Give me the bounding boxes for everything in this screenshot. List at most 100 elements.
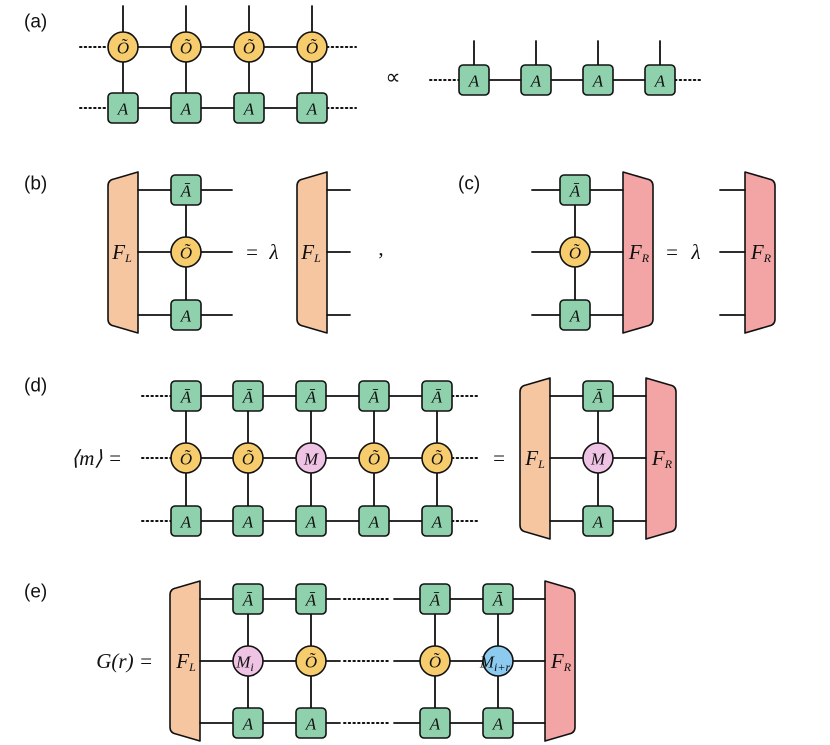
f-right-environment (622, 171, 654, 334)
a-tensor (170, 92, 202, 124)
a-label: A (492, 715, 504, 734)
a-label: A (530, 72, 542, 91)
o-tilde-tensor (295, 645, 327, 677)
a-bar-tensor (232, 583, 264, 615)
a-bar-label: Ā (431, 388, 443, 407)
a-bar-tensor (295, 380, 327, 412)
panel-label-b: (b) (24, 174, 47, 195)
a-label: A (592, 72, 604, 91)
a-tensor (421, 505, 453, 537)
o-tilde-tensor (421, 442, 453, 474)
proportional-symbol: ∝ (385, 65, 400, 89)
o-tilde-tensor (170, 442, 202, 474)
a-label: A (180, 100, 192, 119)
a-bar-tensor (421, 380, 453, 412)
o-tilde-label: Õ (368, 450, 380, 469)
o-tilde-tensor (296, 31, 328, 63)
o-tilde-label: Õ (180, 39, 192, 58)
m-tensor (582, 442, 614, 474)
a-tensor (419, 707, 451, 739)
a-bar-tensor (419, 583, 451, 615)
a-tensor (644, 64, 676, 96)
m-i-tensor (232, 645, 264, 677)
panel-label-c: (c) (458, 174, 480, 195)
o-tilde-label: Õ (180, 450, 192, 469)
o-tilde-label: Õ (431, 450, 443, 469)
equals-sign: = (493, 446, 505, 470)
a-bar-label: Ā (242, 591, 254, 610)
a-label: A (180, 307, 192, 326)
a-label: A (569, 307, 581, 326)
a-bar-label: Ā (368, 388, 380, 407)
a-label: A (654, 72, 666, 91)
o-tilde-tensor (233, 31, 265, 63)
lambda-symbol: λ (690, 240, 700, 264)
a-tensor (295, 707, 327, 739)
f-right-environment (744, 171, 776, 334)
m-tensor-label: M (303, 450, 319, 469)
f-left-environment (169, 580, 201, 742)
f-right-environment (544, 580, 576, 742)
a-label: A (592, 513, 604, 532)
f-left-environment (519, 377, 551, 540)
a-tensor (482, 707, 514, 739)
a-label: A (243, 100, 255, 119)
a-bar-tensor (295, 583, 327, 615)
m-tensor-label: M (590, 450, 606, 469)
a-bar-label: Ā (429, 591, 441, 610)
f-left-environment (296, 171, 328, 334)
a-label: A (242, 513, 254, 532)
a-bar-tensor (482, 583, 514, 615)
a-tensor (559, 299, 591, 331)
o-tilde-tensor (358, 442, 390, 474)
a-bar-label: Ā (305, 388, 317, 407)
a-bar-label: Ā (180, 182, 192, 201)
equals-sign: = (666, 240, 678, 264)
o-tilde-label: Õ (243, 39, 255, 58)
lambda-symbol: λ (268, 240, 278, 264)
a-label: A (468, 72, 480, 91)
a-tensor (232, 707, 264, 739)
a-tensor (170, 299, 202, 331)
equals-sign: = (246, 240, 258, 264)
a-label: A (431, 513, 443, 532)
a-tensor (296, 92, 328, 124)
o-tilde-label: Õ (305, 653, 317, 672)
o-tilde-label: Õ (242, 450, 254, 469)
a-tensor (358, 505, 390, 537)
a-tensor (295, 505, 327, 537)
o-tilde-tensor (107, 31, 139, 63)
a-tensor (170, 505, 202, 537)
o-tilde-label: Õ (180, 244, 192, 263)
a-tensor (107, 92, 139, 124)
a-label: A (306, 100, 318, 119)
a-tensor (458, 64, 490, 96)
o-tilde-label: Õ (306, 39, 318, 58)
a-label: A (429, 715, 441, 734)
a-bar-label: Ā (592, 388, 604, 407)
m-i-tensor-label: Mi (235, 653, 254, 675)
panel-label-e: (e) (24, 582, 47, 603)
a-tensor (232, 505, 264, 537)
a-bar-label: Ā (569, 182, 581, 201)
a-bar-tensor (170, 380, 202, 412)
o-tilde-tensor (170, 31, 202, 63)
o-tilde-label: Õ (429, 653, 441, 672)
a-bar-tensor (559, 174, 591, 206)
a-bar-label: Ā (180, 388, 192, 407)
m-i-plus-r-tensor (482, 645, 514, 677)
a-tensor (233, 92, 265, 124)
o-tilde-tensor (232, 442, 264, 474)
a-bar-tensor (582, 380, 614, 412)
a-label: A (117, 100, 129, 119)
a-bar-label: Ā (242, 388, 254, 407)
a-bar-tensor (232, 380, 264, 412)
a-label: A (305, 513, 317, 532)
a-tensor (520, 64, 552, 96)
o-tilde-tensor (559, 236, 591, 268)
a-label: A (242, 715, 254, 734)
panel-label-d: (d) (24, 376, 47, 397)
a-bar-label: Ā (305, 591, 317, 610)
a-tensor (582, 64, 614, 96)
